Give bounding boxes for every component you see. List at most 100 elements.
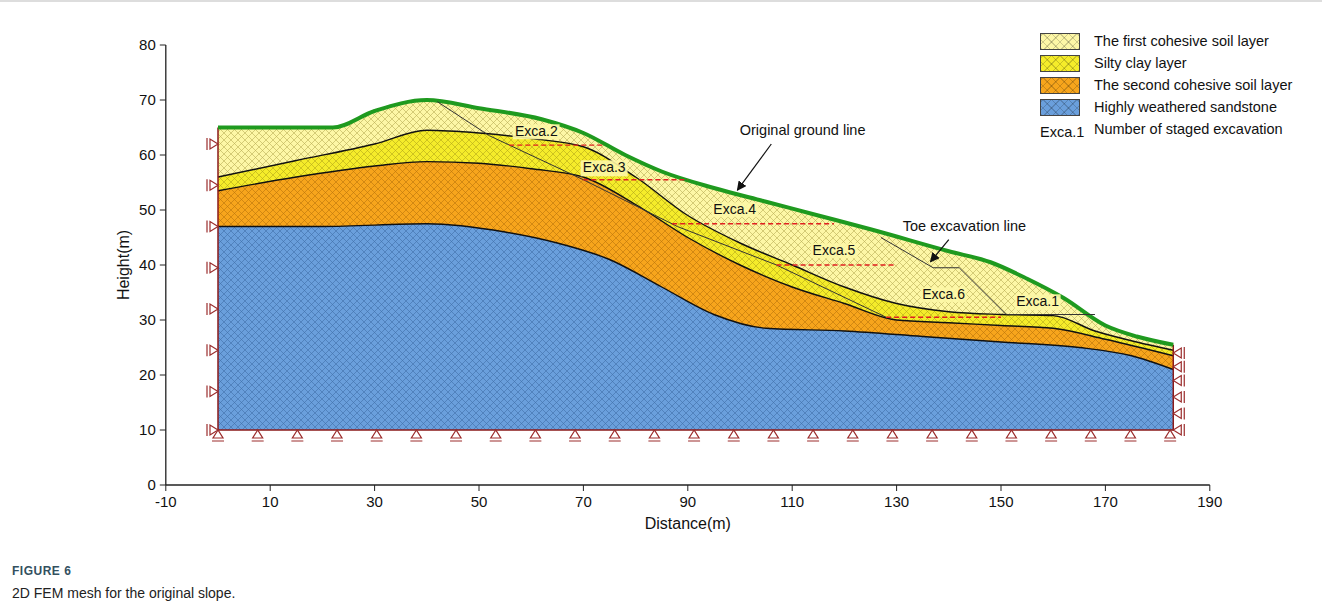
roller-support xyxy=(207,424,218,436)
roller-support xyxy=(609,430,621,441)
stage-label: Exca.1 xyxy=(1014,295,1061,310)
legend-text: Number of staged excavation xyxy=(1094,121,1283,137)
callout-label: Toe excavation line xyxy=(903,219,1026,235)
stage-label: Exca.5 xyxy=(811,243,858,258)
layer-boundary xyxy=(218,130,1173,350)
tick xyxy=(160,155,166,156)
stage-line xyxy=(509,144,604,145)
roller-support xyxy=(1173,408,1184,420)
roller-support xyxy=(1124,430,1136,441)
tick-label: 30 xyxy=(366,494,383,511)
tick xyxy=(896,485,897,491)
legend-sample: Exca.1 xyxy=(1040,125,1084,141)
roller-support xyxy=(410,430,422,441)
callout-label: Original ground line xyxy=(740,123,866,139)
leader-arrow xyxy=(931,240,949,262)
stage-line xyxy=(777,264,897,265)
legend-entry: Highly weathered sandstone xyxy=(1040,98,1277,116)
roller-support xyxy=(728,430,740,441)
excavation-line xyxy=(437,102,886,318)
legend-entry: The first cohesive soil layer xyxy=(1040,32,1269,50)
roller-support xyxy=(1085,430,1097,441)
cohesive-layer-2 xyxy=(218,162,1173,430)
roller-support xyxy=(207,221,218,233)
tick xyxy=(1001,485,1002,491)
stage-label: Exca.6 xyxy=(920,287,967,302)
tick-label: 30 xyxy=(139,312,156,329)
tick-label: 130 xyxy=(884,494,909,511)
tick xyxy=(583,485,584,491)
tick-label: 10 xyxy=(262,494,279,511)
roller-support xyxy=(371,430,383,441)
tick xyxy=(160,375,166,376)
tick-label: 50 xyxy=(471,494,488,511)
legend-swatch xyxy=(1040,33,1080,50)
roller-support xyxy=(207,344,218,356)
roller-support xyxy=(207,262,218,274)
stage-label: Exca.2 xyxy=(513,124,560,139)
legend-swatch xyxy=(1040,99,1080,116)
roller-support xyxy=(450,430,462,441)
tick xyxy=(160,430,166,431)
roller-support xyxy=(1005,430,1017,441)
tick xyxy=(792,485,793,491)
tick xyxy=(165,485,166,491)
leader-arrow xyxy=(737,144,771,190)
tick xyxy=(160,320,166,321)
legend-swatch xyxy=(1040,77,1080,94)
legend-text: Highly weathered sandstone xyxy=(1094,99,1277,115)
roller-support xyxy=(569,430,581,441)
tick-label: 40 xyxy=(139,257,156,274)
tick xyxy=(479,485,480,491)
tick-label: 20 xyxy=(139,367,156,384)
roller-support xyxy=(207,138,218,150)
tick xyxy=(160,100,166,101)
axes xyxy=(160,45,1210,491)
tick xyxy=(160,485,166,486)
roller-support xyxy=(252,430,264,441)
tick-label: 60 xyxy=(139,147,156,164)
tick-label: 70 xyxy=(139,92,156,109)
roller-support xyxy=(767,430,779,441)
tick xyxy=(687,485,688,491)
tick-label: 110 xyxy=(780,494,804,511)
original-ground-line xyxy=(218,100,1173,345)
stage-line xyxy=(886,317,1001,318)
tick-label: 80 xyxy=(139,37,156,54)
tick-label: 190 xyxy=(1197,494,1222,511)
frame-line xyxy=(0,1,1322,2)
figure-number: FIGURE 6 xyxy=(12,565,71,578)
roller-support xyxy=(490,430,502,441)
tick-label: 0 xyxy=(147,477,155,494)
legend-entry: Number of staged excavation xyxy=(1094,120,1283,138)
tick xyxy=(1209,485,1210,491)
axis-title: Height(m) xyxy=(115,230,133,300)
roller-support xyxy=(966,430,978,441)
roller-support xyxy=(648,430,660,441)
figure-caption: 2D FEM mesh for the original slope. xyxy=(12,586,235,601)
boundary-supports xyxy=(207,138,1184,441)
roller-support xyxy=(847,430,859,441)
roller-support xyxy=(331,430,343,441)
tick xyxy=(1105,485,1106,491)
roller-support xyxy=(807,430,819,441)
roller-support xyxy=(1173,347,1184,359)
tick xyxy=(160,265,166,266)
layer-boundary xyxy=(218,162,1173,356)
toe-excavation-line xyxy=(881,238,1095,315)
stage-line xyxy=(583,179,687,180)
roller-support xyxy=(529,430,541,441)
roller-support xyxy=(1173,361,1184,373)
tick-label: 10 xyxy=(139,422,156,439)
legend-text: The second cohesive soil layer xyxy=(1094,77,1292,93)
roller-support xyxy=(926,430,938,441)
stage-label: Exca.4 xyxy=(711,202,758,217)
roller-support xyxy=(1173,424,1184,436)
tick-label: 70 xyxy=(575,494,592,511)
tick-label: 50 xyxy=(139,202,156,219)
roller-support xyxy=(207,179,218,191)
cohesive-layer-1 xyxy=(218,100,1173,430)
roller-support xyxy=(207,303,218,315)
legend-text: The first cohesive soil layer xyxy=(1094,33,1269,49)
